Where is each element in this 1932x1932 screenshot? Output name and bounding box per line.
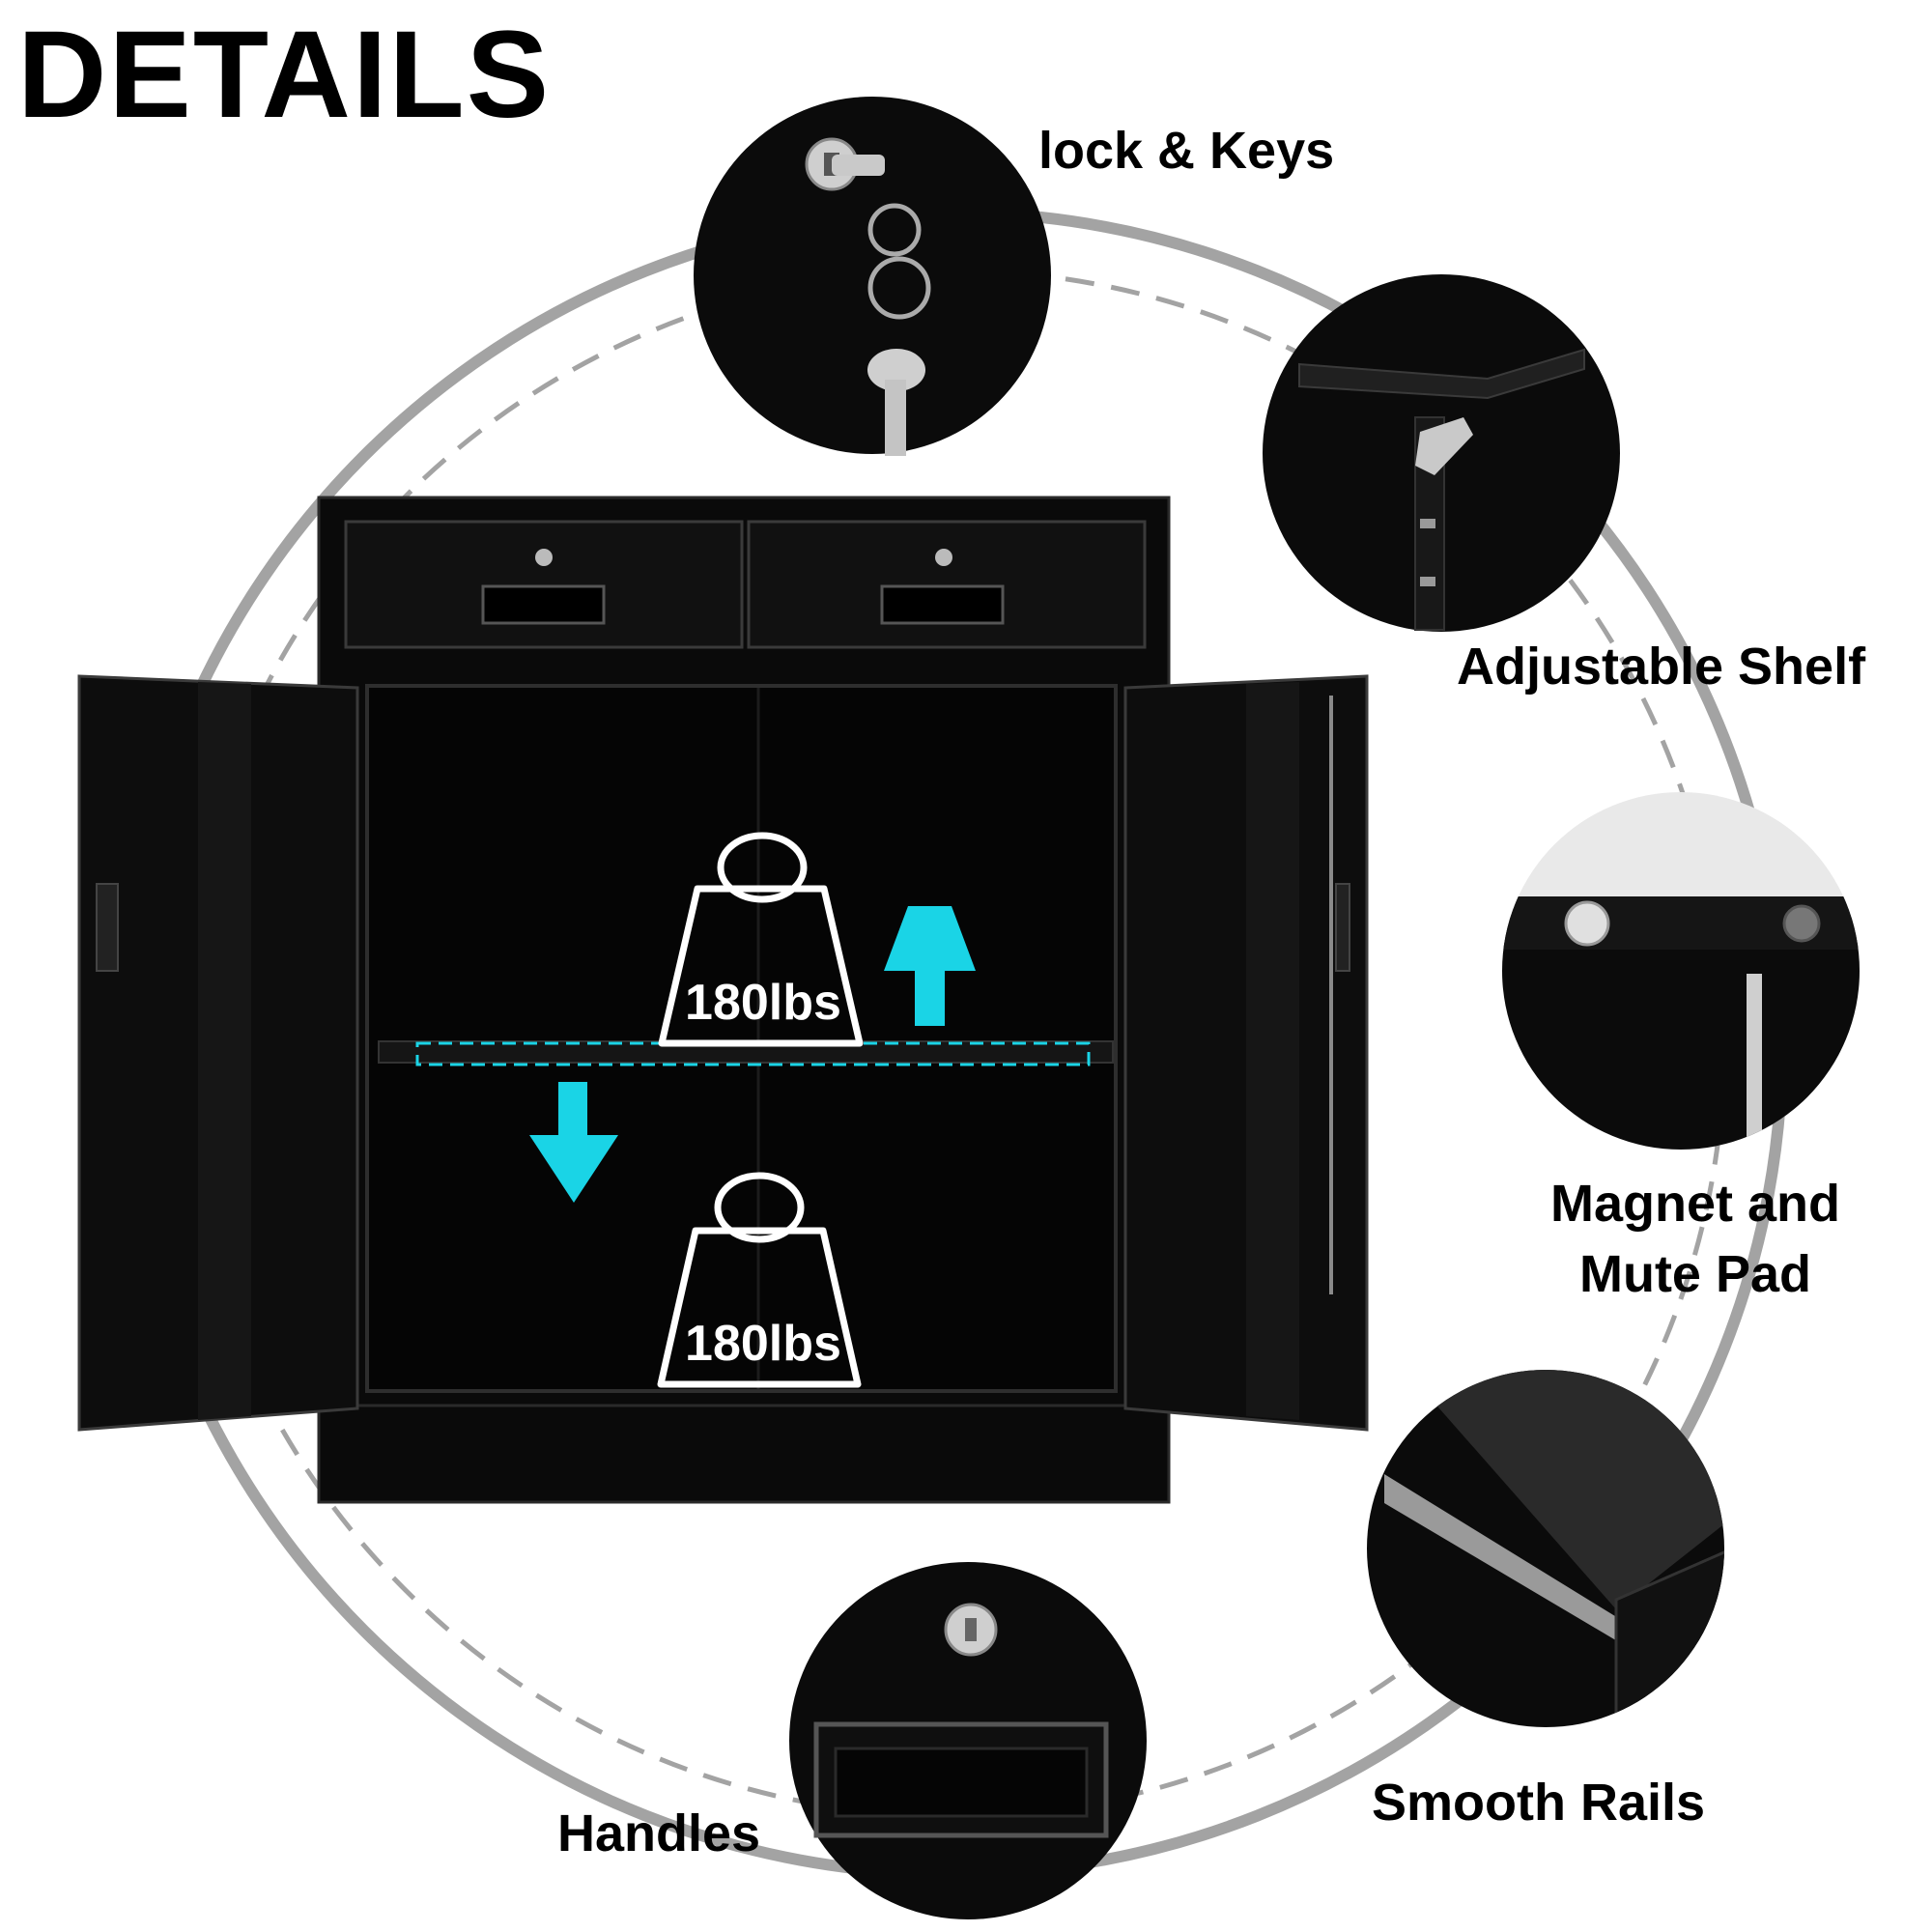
lower-capacity-label: 180lbs xyxy=(685,1316,841,1372)
drawer-left xyxy=(344,520,744,649)
adjustable-shelf-icon xyxy=(1263,274,1620,632)
upper-weight-icon xyxy=(658,832,864,1047)
door-handle-icon xyxy=(96,883,119,972)
up-arrow-icon xyxy=(884,906,976,1026)
drawer-lock-icon xyxy=(935,549,952,566)
smooth-rails-icon xyxy=(1367,1370,1724,1727)
upper-capacity-label: 180lbs xyxy=(685,975,841,1031)
drawer-handle-icon xyxy=(481,584,606,625)
drawer-handle-icon xyxy=(880,584,1005,625)
down-arrow-icon xyxy=(529,1082,618,1203)
cabinet xyxy=(77,496,1369,1504)
shelf-highlight xyxy=(415,1041,1091,1066)
lower-weight-icon xyxy=(657,1172,862,1388)
drawer-right xyxy=(747,520,1147,649)
smooth-rails-label: Smooth Rails xyxy=(1372,1774,1706,1832)
page-title: DETAILS xyxy=(17,6,552,144)
magnet-pad-icon xyxy=(1502,792,1860,1150)
drawer-lock-icon xyxy=(535,549,553,566)
lock-keys-icon xyxy=(694,97,1051,456)
lock-keys-label: lock & Keys xyxy=(1038,122,1335,180)
handles-label: Handles xyxy=(557,1804,761,1862)
magnet-pad-label: Magnet and Mute Pad xyxy=(1549,1175,1840,1303)
adjustable-shelf-label: Adjustable Shelf xyxy=(1457,638,1866,696)
handle-icon xyxy=(789,1562,1147,1919)
